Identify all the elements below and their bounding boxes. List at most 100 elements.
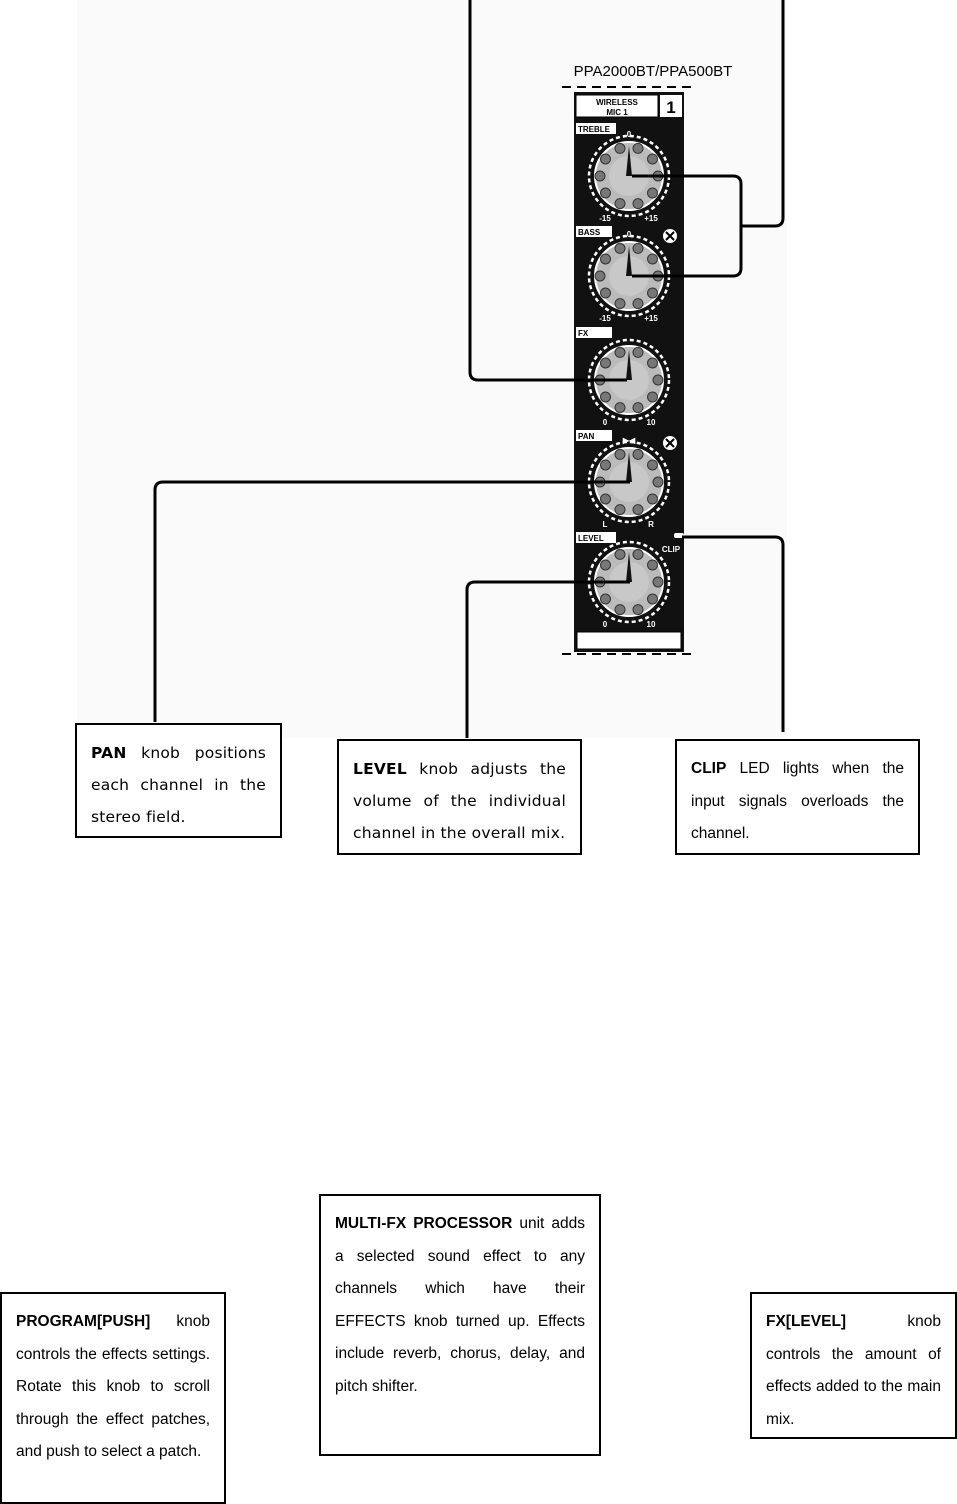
clip-callout-title: CLIP	[691, 760, 727, 777]
knob-max-mark: R	[648, 520, 654, 529]
knob-max-mark: +15	[644, 314, 658, 323]
knob-pointer	[626, 552, 632, 582]
knob-grip	[647, 357, 658, 369]
tone-bracket-line	[632, 174, 743, 278]
clip-panel-label: CLIP	[662, 545, 681, 554]
knob-min-mark: 0	[603, 418, 608, 427]
knob-label: FX	[578, 329, 589, 338]
tone-leader-line	[740, 0, 785, 228]
knob-min-mark: -15	[599, 214, 611, 223]
pan-callout: PAN knob positions each channel in the s…	[75, 723, 282, 838]
knob-grip	[614, 198, 626, 210]
knob-grip	[594, 270, 606, 282]
knob-grip	[652, 476, 664, 488]
clip-callout: CLIP LED lights when the input signals o…	[675, 739, 920, 855]
knob-center-mark: 0	[627, 230, 632, 239]
knob-grip	[632, 346, 644, 358]
knob-max-mark: 10	[647, 418, 656, 427]
knob-grip	[632, 298, 644, 310]
knob-grip	[594, 170, 606, 182]
knob-pointer	[626, 350, 632, 380]
knob-grip	[614, 604, 626, 616]
knob-label-tab	[576, 532, 616, 543]
knob-label-tab	[576, 123, 616, 134]
knob-grip	[614, 346, 626, 358]
level-callout-title: LEVEL	[353, 760, 407, 778]
fxlevel-callout-text: knob controls the amount of effects adde…	[766, 1313, 941, 1428]
knob-scale-ring	[587, 440, 671, 524]
clip-leader-line	[682, 535, 785, 732]
reset-x-icon	[663, 229, 677, 243]
knob-pointer	[626, 146, 632, 176]
fxlevel-callout: FX[LEVEL] knob controls the amount of ef…	[750, 1292, 957, 1439]
model-title: PPA2000BT/PPA500BT	[574, 63, 733, 80]
knob-label: PAN	[578, 432, 595, 441]
clip-callout-text: LED lights when the input signals overlo…	[691, 760, 904, 842]
knob-grip	[600, 459, 611, 471]
knob-label: BASS	[578, 228, 601, 237]
reset-x-icon	[663, 436, 677, 450]
knob-grip	[614, 548, 626, 560]
pan-leader-line	[153, 480, 630, 722]
knob-min-mark: 0	[603, 620, 608, 629]
knob-grip	[632, 504, 644, 516]
knob-grip	[614, 448, 626, 460]
knob-pointer	[626, 452, 632, 482]
knob-min-mark: -15	[599, 314, 611, 323]
knob-grip	[632, 198, 644, 210]
knob-label-tab	[576, 327, 612, 338]
knob-grip	[647, 493, 658, 505]
knob-grip	[614, 298, 626, 310]
knob-grip	[647, 391, 658, 403]
knob-grip	[632, 142, 644, 154]
mic-label: MIC 1	[606, 108, 628, 117]
fx-leader-line	[468, 0, 627, 382]
knob-grip	[600, 493, 611, 505]
level-callout-text: knob adjusts the volume of the individua…	[353, 760, 566, 842]
knob-grip	[600, 253, 611, 265]
knob-grip	[600, 593, 611, 605]
knob-scale-ring	[587, 540, 671, 624]
program-callout-text: knob controls the effects settings. Rota…	[16, 1313, 210, 1460]
program-callout-title: PROGRAM[PUSH]	[16, 1313, 151, 1330]
knob-grip	[652, 576, 664, 588]
wireless-mic-label-box	[575, 94, 659, 118]
level-callout: LEVEL knob adjusts the volume of the ind…	[337, 739, 582, 855]
knob-grip	[632, 548, 644, 560]
knob-grip	[600, 153, 611, 165]
knob-grip	[652, 374, 664, 386]
knob-pointer	[626, 246, 632, 276]
knob-scale-ring	[587, 338, 671, 422]
knob-grip	[647, 559, 658, 571]
multifx-callout: MULTI-FX PROCESSOR unit adds a selected …	[319, 1194, 601, 1456]
knob-grip	[614, 402, 626, 414]
channel-number-box	[660, 95, 682, 117]
knob-center-mark: ▶◀	[622, 436, 636, 445]
pan-callout-text: knob positions each channel in the stere…	[91, 744, 266, 826]
knob-grip	[632, 242, 644, 254]
knob-grip	[647, 153, 658, 165]
wireless-label: WIRELESS	[596, 98, 638, 107]
knob-grip	[614, 242, 626, 254]
knob-fx: FX 0 10	[576, 327, 671, 427]
scribble-strip	[576, 631, 682, 650]
multifx-callout-text: unit adds a selected sound effect to any…	[335, 1215, 585, 1395]
knob-grip	[600, 187, 611, 199]
knob-grip	[632, 448, 644, 460]
knob-label-tab	[576, 430, 612, 441]
clip-led	[674, 533, 684, 538]
knob-grip	[647, 287, 658, 299]
knob-center-mark: 0	[627, 130, 632, 139]
knob-grip	[614, 504, 626, 516]
knob-grip	[647, 459, 658, 471]
knob-grip	[647, 593, 658, 605]
knob-grip	[632, 402, 644, 414]
knob-label: TREBLE	[578, 125, 611, 134]
knob-grip	[647, 253, 658, 265]
knob-grip	[600, 357, 611, 369]
channel-number: 1	[666, 98, 675, 117]
multifx-callout-title: MULTI-FX PROCESSOR	[335, 1215, 513, 1232]
fxlevel-callout-title: FX[LEVEL]	[766, 1313, 847, 1330]
knob-grip	[600, 559, 611, 571]
